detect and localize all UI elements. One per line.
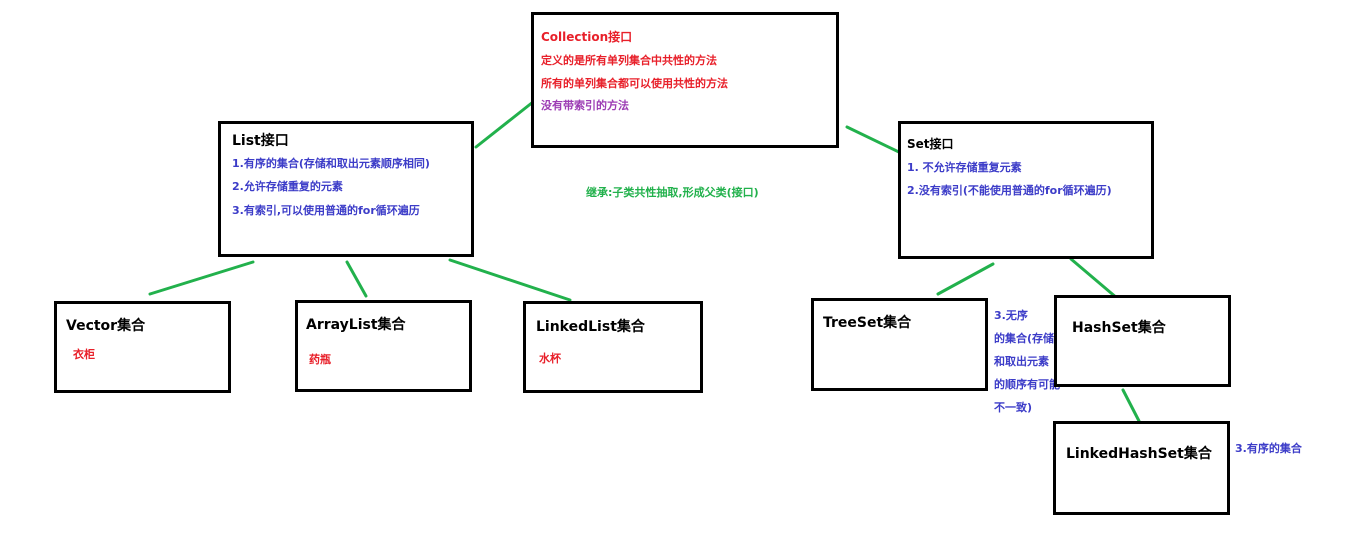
list-title: List接口 [232, 133, 289, 149]
set-title: Set接口 [907, 137, 954, 151]
list-interface-box [218, 121, 474, 257]
set-line-1: 1. 不允许存储重复元素 [907, 161, 1022, 174]
list-line-1: 1.有序的集合(存储和取出元素顺序相同) [232, 157, 430, 170]
set-line-2: 2.没有索引(不能使用普通的for循环遍历) [907, 184, 1112, 197]
treeset-title: TreeSet集合 [823, 315, 912, 331]
set-interface-box [898, 121, 1154, 259]
connector-list-vector [148, 260, 255, 296]
unordered-note-line-5: 不一致) [994, 401, 1033, 414]
collection-title: Collection接口 [541, 30, 633, 44]
connector-set-treeset [936, 262, 995, 296]
vector-box [54, 301, 231, 393]
list-line-2: 2.允许存储重复的元素 [232, 180, 343, 193]
linkedhashset-title: LinkedHashSet集合 [1066, 446, 1212, 462]
linkedlist-note: 水杯 [539, 352, 561, 365]
linkedlist-box [523, 301, 703, 393]
unordered-note-line-2: 的集合(存储 [994, 332, 1055, 345]
ordered-note: 3.有序的集合 [1235, 442, 1302, 455]
connector-collection-set [845, 125, 905, 156]
arraylist-box [295, 300, 472, 392]
arraylist-note: 药瓶 [309, 353, 331, 366]
connector-list-arraylist [345, 260, 368, 298]
hashset-box [1054, 295, 1231, 387]
collection-line-2: 所有的单列集合都可以使用共性的方法 [541, 77, 728, 90]
unordered-note-line-4: 的顺序有可能 [994, 378, 1060, 391]
linkedlist-title: LinkedList集合 [536, 319, 645, 335]
collection-interface-box [531, 12, 839, 148]
linkedhashset-box [1053, 421, 1230, 515]
unordered-note-line-1: 3.无序 [994, 309, 1028, 322]
vector-note: 衣柜 [73, 348, 95, 361]
list-line-3: 3.有索引,可以使用普通的for循环遍历 [232, 204, 420, 217]
hashset-title: HashSet集合 [1072, 320, 1166, 336]
unordered-note-line-3: 和取出元素 [994, 355, 1049, 368]
treeset-box [811, 298, 988, 391]
connector-collection-list [474, 100, 535, 149]
collection-line-3: 没有带索引的方法 [541, 99, 629, 112]
connector-hashset-linkedhashset [1121, 388, 1141, 423]
inheritance-note: 继承:子类共性抽取,形成父类(接口) [586, 186, 759, 199]
collection-line-1: 定义的是所有单列集合中共性的方法 [541, 54, 717, 67]
arraylist-title: ArrayList集合 [306, 317, 406, 333]
vector-title: Vector集合 [66, 318, 146, 334]
connector-list-linkedlist [448, 258, 572, 302]
